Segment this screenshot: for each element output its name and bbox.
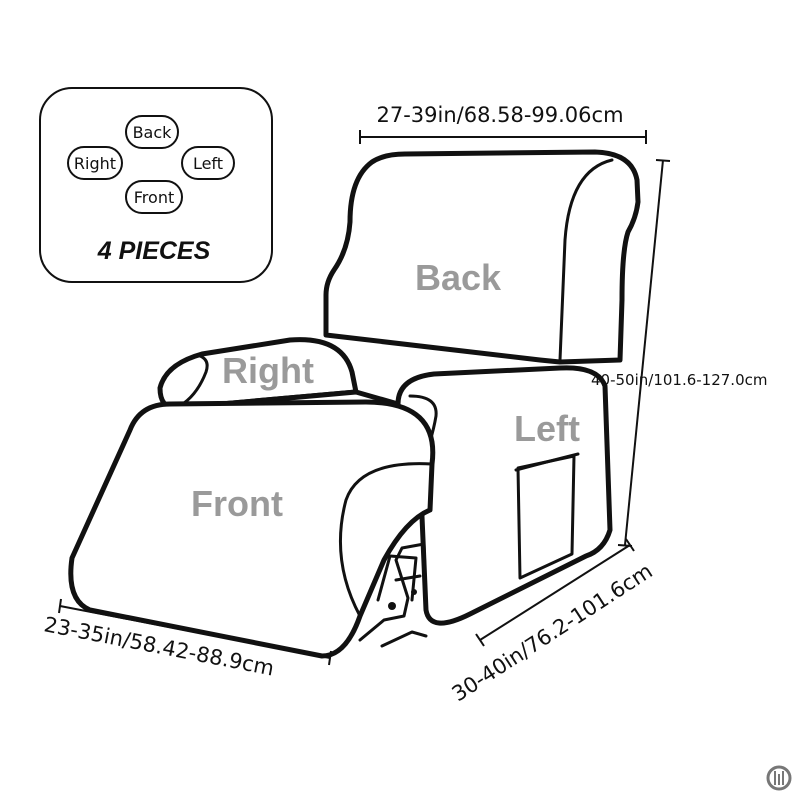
- part-label-back: Back: [415, 257, 502, 298]
- pieces-count-label: 4 PIECES: [97, 237, 211, 265]
- part-label-right: Right: [222, 350, 314, 391]
- legend-pill-front: Front: [125, 180, 183, 214]
- legend-pill-front-text: Front: [134, 188, 174, 207]
- part-label-front: Front: [191, 483, 283, 524]
- legend-pill-back-text: Back: [133, 123, 173, 142]
- legend-pill-right-text: Right: [74, 154, 116, 173]
- legend-pill-back: Back: [125, 115, 179, 149]
- height-label: 40-50in/101.6-127.0cm: [591, 371, 767, 389]
- top-width-label: 27-39in/68.58-99.06cm: [376, 103, 623, 127]
- chair-back: [323, 149, 641, 365]
- legend-pill-left: Left: [181, 146, 235, 180]
- legend-pill-right: Right: [67, 146, 123, 180]
- legend-pill-left-text: Left: [193, 154, 223, 173]
- side-pocket: [514, 452, 580, 580]
- dimension-top-width: 27-39in/68.58-99.06cm: [359, 103, 647, 144]
- recliner-mechanism: [358, 542, 428, 648]
- pieces-legend: Back Right Left Front 4 PIECES: [39, 87, 273, 283]
- circular-logo-icon: [766, 765, 792, 791]
- part-label-left: Left: [514, 408, 580, 449]
- chair-footrest: [68, 399, 436, 659]
